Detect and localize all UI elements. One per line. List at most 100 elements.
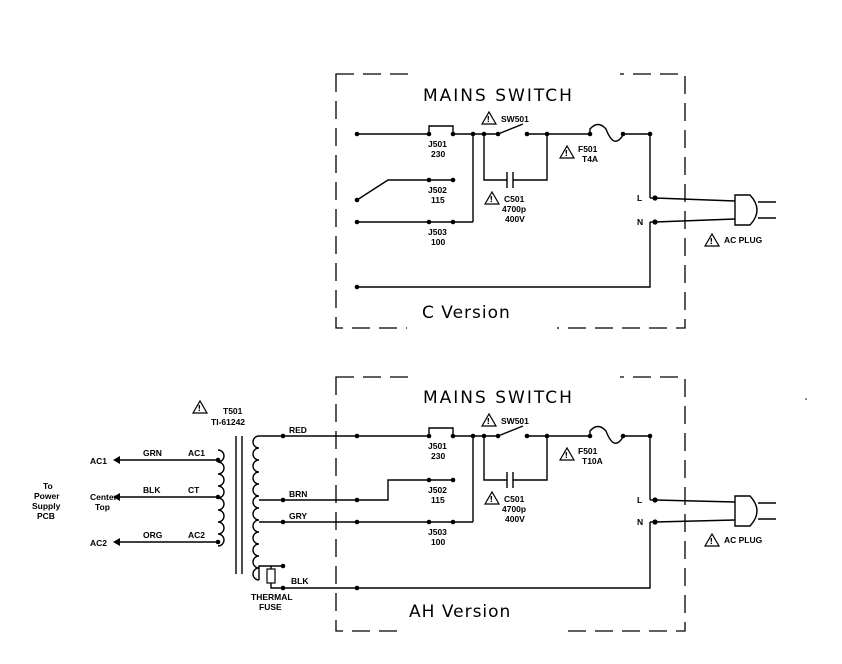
sec-tap-ac1: AC1 — [188, 448, 205, 458]
c-switch-blade — [497, 123, 524, 135]
c-node — [620, 131, 626, 137]
c-plug-warning-icon: ! — [703, 232, 721, 247]
t501-part: TI-61242 — [211, 417, 245, 427]
c-version-bg — [407, 300, 557, 334]
c-node — [450, 219, 456, 225]
t501-node — [280, 497, 286, 503]
ah-node — [481, 433, 487, 439]
c-version-label: C Version — [422, 303, 511, 323]
sec-node — [215, 457, 221, 463]
ah-node — [354, 497, 360, 503]
t501-node — [280, 585, 286, 591]
svg-text:Supply: Supply — [32, 501, 61, 511]
stray-mark — [805, 398, 807, 400]
c-cap-wire-right — [513, 134, 548, 181]
ah-line-cord — [654, 499, 736, 503]
svg-text:Power: Power — [34, 491, 60, 501]
ah-neutral-label: N — [637, 517, 643, 527]
ah-switch-blade — [497, 425, 524, 437]
thermal-fuse-icon — [266, 568, 276, 584]
ah-node — [450, 519, 456, 525]
ah-node — [426, 519, 432, 525]
output-ac1: AC1 — [90, 456, 107, 466]
c-node — [544, 131, 550, 137]
thermal-fuse-wire — [258, 565, 283, 580]
ah-sw501-warning-icon: ! — [480, 412, 498, 427]
t501-node — [280, 519, 286, 525]
ah-node — [354, 519, 360, 525]
c-line-label: L — [637, 193, 642, 203]
ah-j501-jumper — [428, 427, 454, 436]
ah-c501-voltage: 400V — [505, 514, 525, 524]
c-line-cord — [654, 197, 736, 202]
ah-node — [450, 477, 456, 483]
c-f501-label: F501 — [578, 144, 598, 154]
thermal-fuse-lead — [270, 583, 283, 589]
c-fuse-symbol — [589, 123, 650, 142]
svg-text:!: ! — [565, 149, 569, 158]
c-neutral-cord — [654, 218, 736, 223]
c-node — [426, 219, 432, 225]
ah-j503-voltage: 100 — [431, 537, 445, 547]
ah-version-section: MAINS SWITCH AH Version ! SW501 J501 230 — [283, 373, 776, 634]
transformer-t501: ! T501 TI-61242 RED BRN GRY BLK THERMAL … — [90, 399, 309, 612]
c-j502-name: J502 — [428, 185, 447, 195]
ah-j501-name: J501 — [428, 441, 447, 451]
svg-text:To: To — [43, 481, 53, 491]
thermal-fuse-label-1: THERMAL — [251, 592, 293, 602]
ah-plug-warning-icon: ! — [703, 532, 721, 547]
c-f501-warning-icon: ! — [558, 144, 576, 159]
svg-text:!: ! — [487, 417, 491, 426]
c-node — [647, 131, 653, 137]
c-c501-voltage: 400V — [505, 214, 525, 224]
c-node — [354, 197, 360, 203]
sec-tap-ct: CT — [188, 485, 200, 495]
svg-text:!: ! — [490, 495, 494, 504]
c-node — [587, 131, 593, 137]
c-j503-voltage: 100 — [431, 237, 445, 247]
c-neutral-label: N — [637, 217, 643, 227]
ah-wire-brn — [283, 479, 453, 501]
c-node — [354, 284, 360, 290]
c-version-section: MAINS SWITCH C Version ! SW501 J501 230 — [335, 70, 776, 334]
arrow-left-icon — [113, 538, 120, 546]
ah-title-bg — [410, 373, 620, 403]
ah-f501-rating: T10A — [582, 456, 603, 466]
ah-node — [587, 433, 593, 439]
ah-neutral-cord — [654, 519, 736, 523]
c-j501-voltage: 230 — [431, 149, 445, 159]
t501-node — [280, 433, 286, 439]
ah-node — [354, 433, 360, 439]
c-c501-value: 4700p — [502, 204, 526, 214]
ah-c501-warning-icon: ! — [483, 490, 501, 505]
ah-node — [426, 477, 432, 483]
sec-color-org: ORG — [143, 530, 163, 540]
ah-node — [647, 433, 653, 439]
c-plug-label: AC PLUG — [724, 235, 763, 245]
ah-sw501-label: SW501 — [501, 416, 529, 426]
ah-version-label: AH Version — [409, 602, 511, 622]
t501-wire-gry-label: GRY — [289, 511, 307, 521]
svg-text:!: ! — [710, 537, 714, 546]
c-title-bg — [410, 70, 620, 100]
ah-f501-label: F501 — [578, 446, 598, 456]
ah-ac-plug-icon — [734, 495, 776, 527]
ah-j501-voltage: 230 — [431, 451, 445, 461]
c-wire-neutral-return — [357, 222, 651, 288]
ah-node — [620, 433, 626, 439]
svg-text:!: ! — [710, 237, 714, 246]
ah-cap-wire-right — [513, 436, 548, 481]
ah-cap-wire-left — [483, 436, 507, 481]
ah-plug-label: AC PLUG — [724, 535, 763, 545]
c-node — [354, 219, 360, 225]
c-c501-label: C501 — [504, 194, 525, 204]
ah-c501-value: 4700p — [502, 504, 526, 514]
c-node — [426, 177, 432, 183]
c-node — [450, 177, 456, 183]
ah-line-label: L — [637, 495, 642, 505]
ah-node — [544, 433, 550, 439]
c-cap-wire-left — [483, 134, 507, 181]
c-c501-warning-icon: ! — [483, 190, 501, 205]
c-node — [354, 131, 360, 137]
